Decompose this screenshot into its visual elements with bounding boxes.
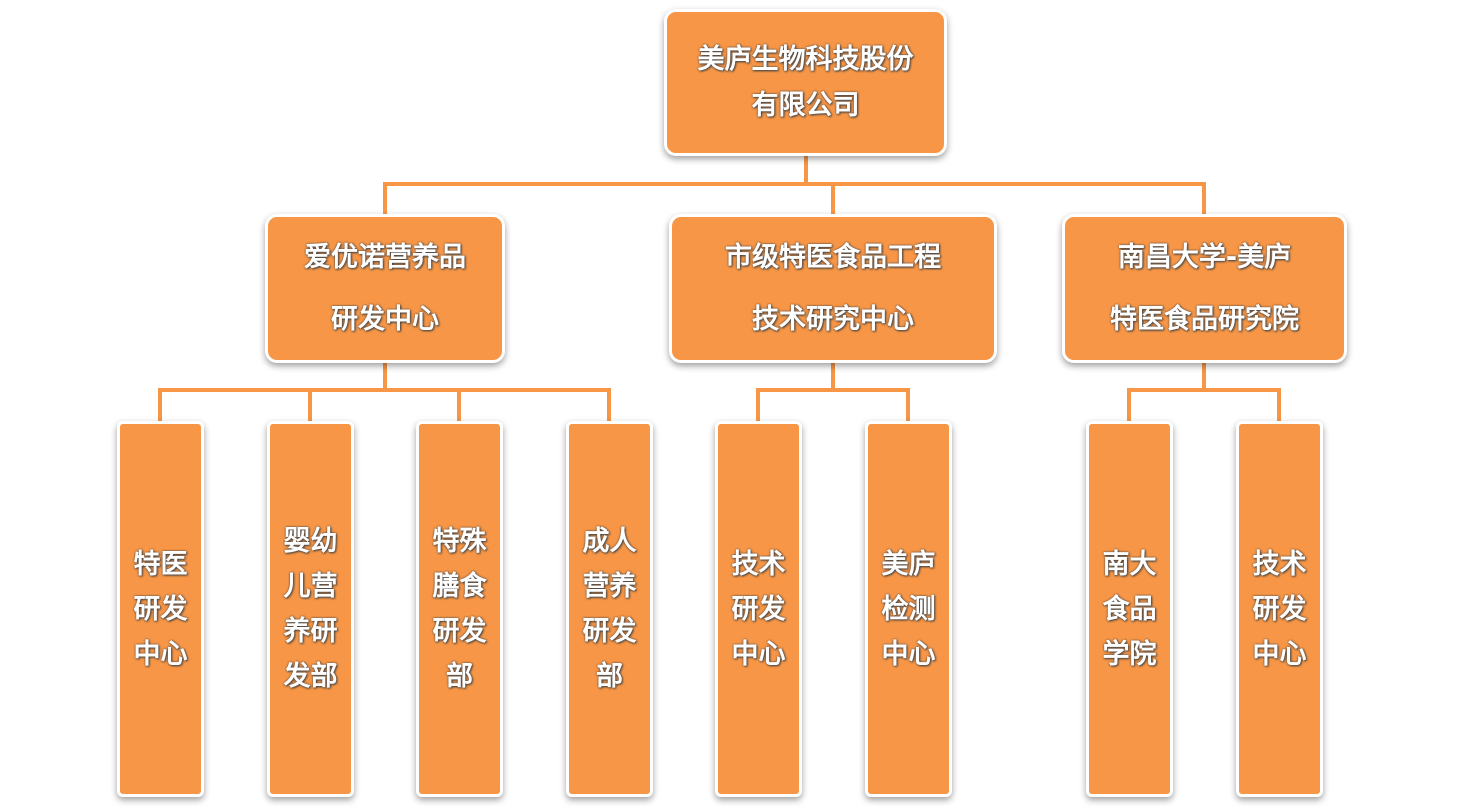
level2-node-5-line-1: 技术 [731, 548, 786, 580]
level1-node-1-line-1: 爱优诺营养品 [304, 241, 466, 273]
level2-node-5: 技术 研发 中心 [715, 421, 802, 797]
level2-node-8: 技术 研发 中心 [1236, 421, 1323, 797]
level2-node-1-line-1: 特医 [133, 548, 188, 580]
level1-node-3-line-1: 南昌大学-美庐 [1117, 241, 1292, 273]
level2-node-4: 成人 营养 研发 部 [566, 421, 653, 797]
level2-node-4-line-4: 部 [596, 661, 623, 692]
level2-node-5-line-3: 中心 [731, 638, 786, 670]
level2-node-6: 美庐 检测 中心 [865, 421, 952, 797]
level2-node-1: 特医 研发 中心 [117, 421, 204, 797]
level2-node-2-line-1: 婴幼 [283, 526, 338, 557]
level2-node-6-line-3: 中心 [881, 638, 936, 670]
level1-node-2-line-1: 市级特医食品工程 [725, 241, 941, 273]
level2-node-7-line-1: 南大 [1102, 548, 1157, 580]
level2-node-7-line-2: 食品 [1102, 593, 1157, 625]
level1-node-2-line-2: 技术研究中心 [752, 303, 914, 335]
level2-node-8-line-1: 技术 [1252, 548, 1307, 580]
level2-node-7-line-3: 学院 [1102, 638, 1157, 670]
level1-node-3: 南昌大学-美庐 特医食品研究院 [1062, 214, 1347, 363]
level2-node-2-line-2: 儿营 [283, 571, 338, 602]
level1-node-2: 市级特医食品工程 技术研究中心 [669, 214, 997, 363]
level2-node-1-line-2: 研发 [133, 593, 188, 625]
level2-node-6-line-1: 美庐 [881, 548, 936, 580]
level2-node-8-line-3: 中心 [1252, 638, 1307, 670]
level2-node-3-line-2: 膳食 [432, 571, 487, 602]
level2-node-2-line-3: 养研 [283, 616, 338, 647]
level2-node-4-line-2: 营养 [582, 571, 637, 602]
level2-node-2: 婴幼 儿营 养研 发部 [267, 421, 354, 797]
level2-node-8-line-2: 研发 [1252, 593, 1307, 625]
level2-node-7: 南大 食品 学院 [1086, 421, 1173, 797]
level2-node-5-line-2: 研发 [731, 593, 786, 625]
level2-node-6-line-2: 检测 [881, 593, 936, 625]
level2-node-4-line-1: 成人 [582, 526, 637, 557]
level2-node-2-line-4: 发部 [283, 661, 338, 692]
root-line-2: 有限公司 [751, 89, 860, 121]
root-line-1: 美庐生物科技股份 [697, 43, 914, 75]
level1-node-1-line-2: 研发中心 [331, 303, 439, 335]
level2-node-3-line-4: 部 [446, 661, 473, 692]
level2-node-4-line-3: 研发 [582, 616, 637, 647]
level2-node-1-line-3: 中心 [133, 638, 188, 670]
level2-node-3: 特殊 膳食 研发 部 [416, 421, 503, 797]
level1-node-3-line-2: 特医食品研究院 [1110, 303, 1299, 335]
root-node: 美庐生物科技股份 有限公司 [664, 9, 947, 156]
level2-node-3-line-3: 研发 [432, 616, 487, 647]
level1-node-1: 爱优诺营养品 研发中心 [265, 214, 505, 363]
level2-node-3-line-1: 特殊 [432, 526, 487, 557]
